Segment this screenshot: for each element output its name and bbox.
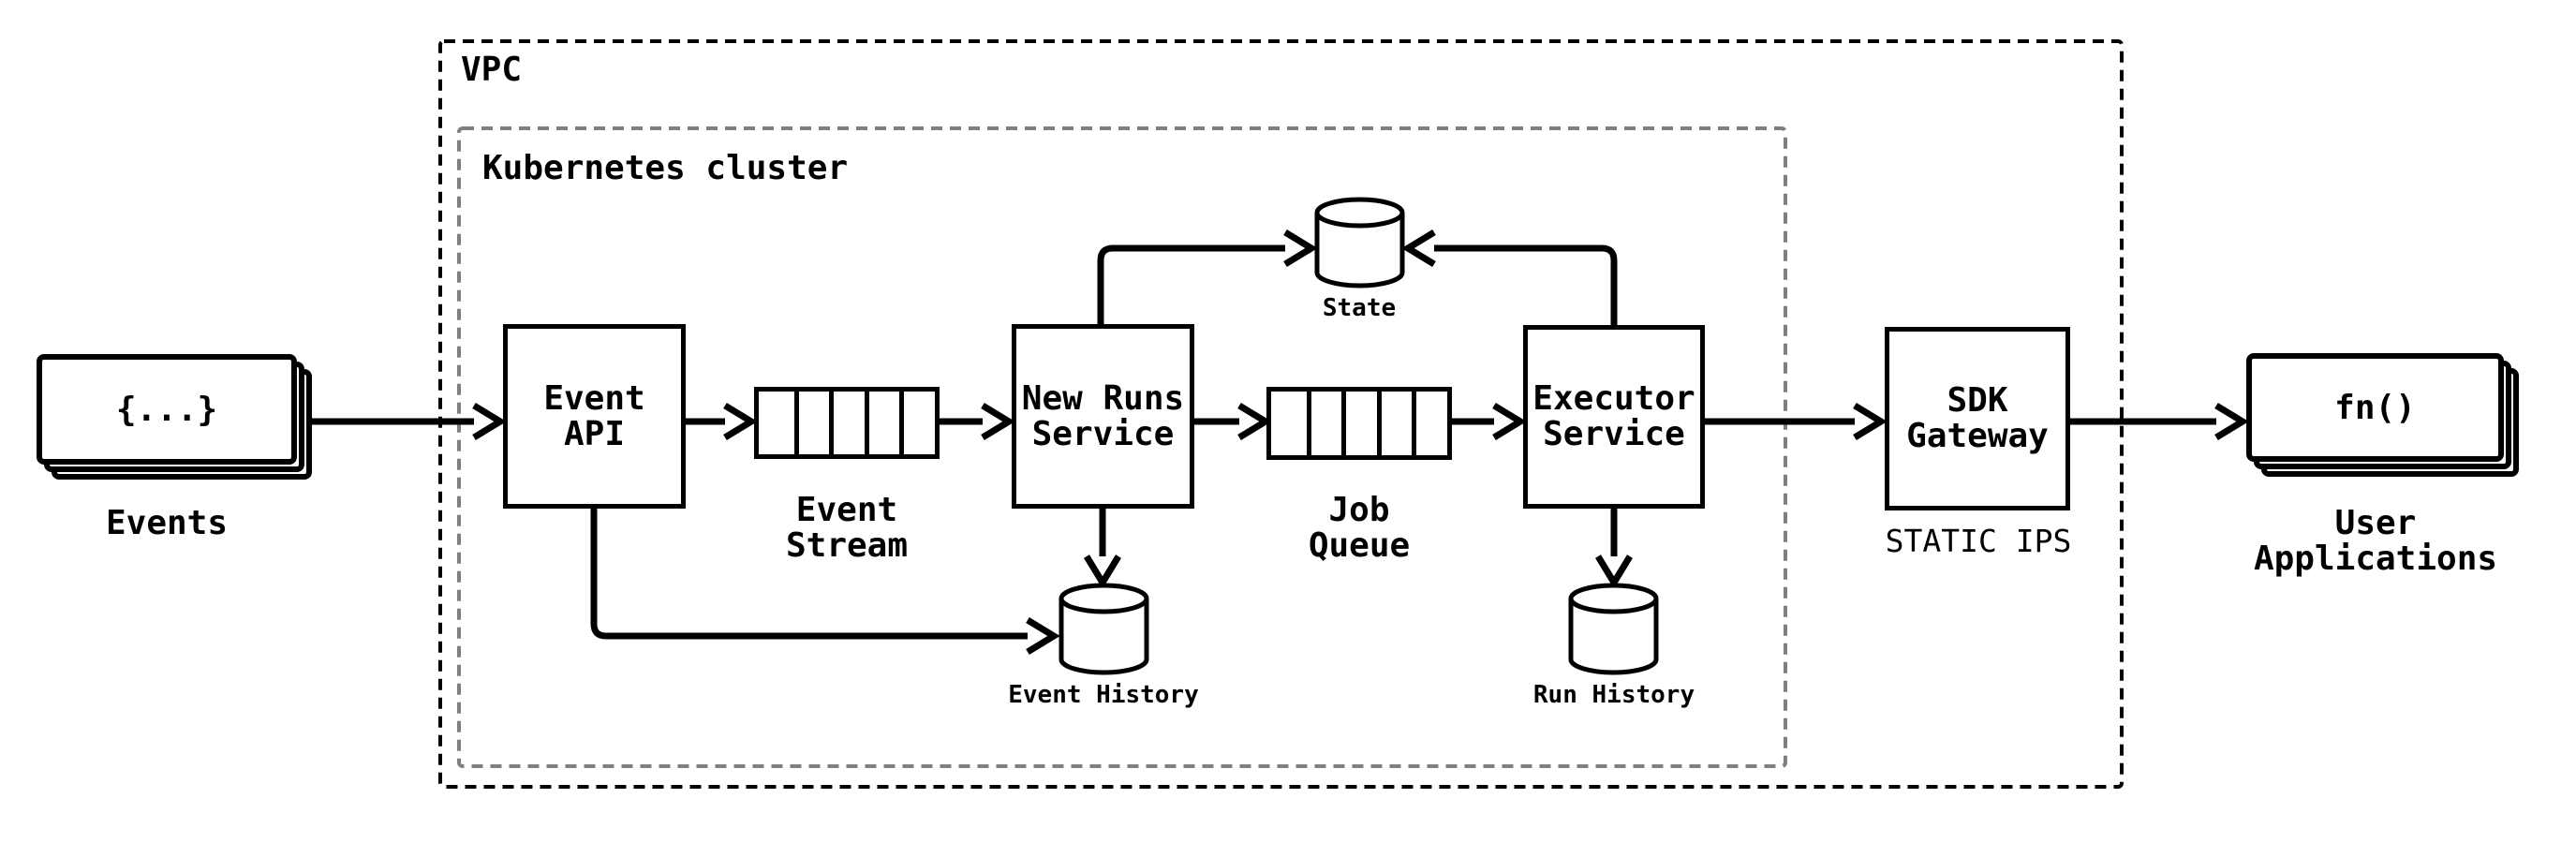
events-card-text: {...} bbox=[115, 390, 218, 429]
sdk-gateway-sublabel: STATIC IPS bbox=[1885, 523, 2072, 559]
queue-cell bbox=[864, 392, 900, 454]
arrow-event-stream-to-new-runs-service bbox=[940, 403, 1015, 440]
state-label: State bbox=[1322, 294, 1397, 322]
events-node: {...} bbox=[37, 354, 297, 465]
arrow-events-to-event-api bbox=[312, 403, 507, 440]
queue-cell bbox=[1376, 392, 1413, 455]
sdk-gateway-node: SDK Gateway bbox=[1885, 327, 2070, 510]
arrow-executor-service-to-run-history bbox=[1595, 509, 1633, 589]
event-history-label: Event History bbox=[1008, 681, 1199, 709]
new-runs-service-label: New Runs Service bbox=[1021, 378, 1185, 453]
queue-cell bbox=[793, 392, 830, 454]
executor-service-label: Executor Service bbox=[1532, 379, 1695, 453]
event-history-database-icon bbox=[1059, 583, 1149, 675]
user-applications-card-text: fn() bbox=[2334, 388, 2416, 427]
state-database-icon bbox=[1314, 197, 1405, 288]
queue-cell bbox=[1271, 392, 1307, 455]
user-applications-node: fn() bbox=[2246, 353, 2504, 462]
arrow-executor-service-to-sdk-gateway bbox=[1705, 403, 1888, 440]
queue-cell bbox=[899, 392, 935, 454]
queue-cell bbox=[759, 392, 794, 454]
event-stream-queue-icon bbox=[754, 387, 940, 459]
arrow-new-runs-service-to-state bbox=[1097, 229, 1318, 324]
sdk-gateway-label: SDK Gateway bbox=[1906, 381, 2049, 455]
job-queue-icon bbox=[1266, 387, 1452, 460]
queue-cell bbox=[1341, 392, 1377, 455]
events-label: Events bbox=[105, 504, 229, 542]
user-applications-label: User Applications bbox=[2253, 504, 2498, 579]
queue-cell bbox=[1306, 392, 1342, 455]
arrow-job-queue-to-executor-service bbox=[1452, 403, 1527, 440]
arrow-sdk-gateway-to-user-applications bbox=[2070, 403, 2249, 440]
event-stream-label: Event Stream bbox=[785, 491, 909, 566]
queue-cell bbox=[1412, 392, 1447, 455]
event-api-label: Event API bbox=[543, 378, 645, 453]
vpc-boundary bbox=[438, 39, 2124, 789]
vpc-label: VPC bbox=[461, 51, 523, 89]
kubernetes-cluster-boundary bbox=[457, 126, 1787, 768]
arrow-new-runs-service-to-job-queue bbox=[1194, 403, 1272, 440]
queue-cell bbox=[829, 392, 865, 454]
job-queue-label: Job Queue bbox=[1308, 491, 1411, 566]
arrow-new-runs-service-to-event-history bbox=[1084, 509, 1121, 589]
kubernetes-cluster-label: Kubernetes cluster bbox=[482, 149, 849, 187]
event-api-node: Event API bbox=[503, 324, 686, 509]
new-runs-service-node: New Runs Service bbox=[1012, 324, 1194, 509]
arrow-executor-service-to-state bbox=[1401, 229, 1618, 325]
run-history-label: Run History bbox=[1532, 681, 1695, 709]
arrow-event-api-to-event-stream bbox=[686, 403, 758, 440]
run-history-database-icon bbox=[1568, 583, 1659, 675]
executor-service-node: Executor Service bbox=[1523, 325, 1705, 509]
arrow-event-api-to-event-history bbox=[590, 509, 1060, 655]
